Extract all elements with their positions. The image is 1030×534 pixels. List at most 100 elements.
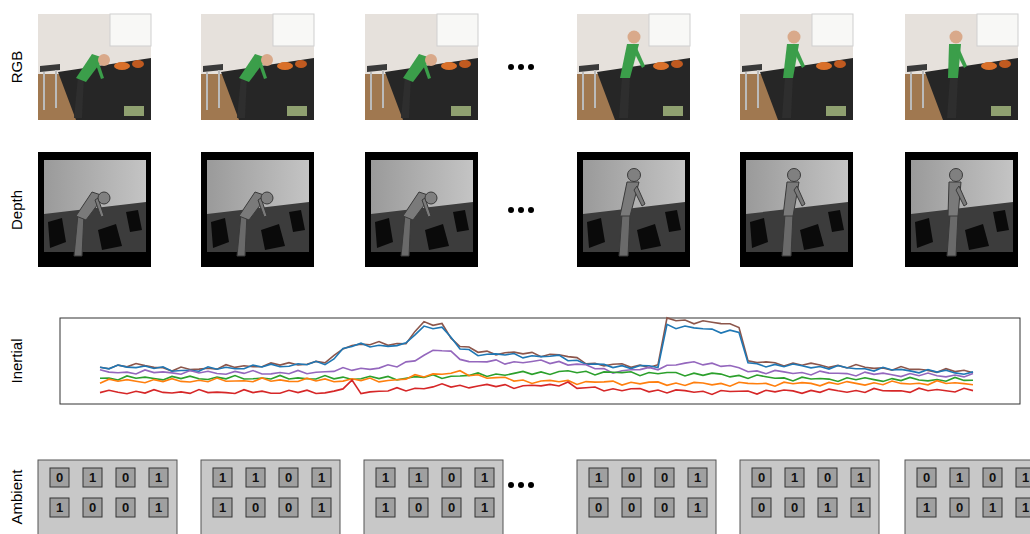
sensor-value: 1 (50, 498, 69, 517)
person-legs (401, 76, 411, 118)
rgb-frame (577, 14, 690, 120)
depth-counter (911, 202, 1013, 252)
sensor-value: 1 (950, 468, 969, 487)
sensor-value: 0 (83, 498, 102, 517)
pot (834, 60, 846, 68)
rgb-frame (365, 14, 478, 120)
sensor-cell (917, 498, 936, 517)
sensor-value: 1 (475, 498, 494, 517)
sensor-cell (688, 468, 707, 487)
sensor-value: 1 (83, 468, 102, 487)
sensor-value: 0 (950, 498, 969, 517)
sensor-value: 0 (818, 468, 837, 487)
depth-counter (746, 202, 848, 252)
person-head (788, 31, 801, 44)
mat (991, 106, 1011, 116)
sensor-cell (622, 468, 641, 487)
modality-label: Inertial (8, 338, 25, 383)
person-head (425, 54, 437, 66)
sensor-value: 0 (442, 468, 461, 487)
depth-holes (48, 210, 142, 250)
person-head (628, 169, 641, 182)
sensor-cell (475, 498, 494, 517)
sensor-value: 0 (917, 468, 936, 487)
sensor-value: 1 (312, 468, 331, 487)
sensor-cell (752, 468, 771, 487)
sensor-cell (983, 498, 1002, 517)
sensor-cell (752, 498, 771, 517)
sensor-cell (83, 498, 102, 517)
depth-counter (44, 202, 146, 252)
pot (295, 60, 307, 68)
cabinet (273, 14, 314, 46)
sensor-cell (917, 468, 936, 487)
ellipsis-dot (508, 64, 514, 70)
sensor-value: 1 (246, 468, 265, 487)
sensor-cell (312, 498, 331, 517)
person-head (98, 192, 110, 204)
ambient-panel (577, 460, 716, 534)
depth-wall (371, 160, 473, 252)
sensor-cell (149, 468, 168, 487)
sensor-cell (950, 468, 969, 487)
sensor-cell (655, 498, 674, 517)
stool-legs (371, 70, 383, 110)
counter (221, 58, 314, 120)
person-arm (634, 48, 645, 68)
sensor-cell (983, 468, 1002, 487)
sensor-value: 0 (622, 498, 641, 517)
sensor-value: 1 (688, 468, 707, 487)
sensor-cell (279, 468, 298, 487)
ellipsis-dot (508, 207, 514, 213)
sensor-cell (851, 468, 870, 487)
pot (459, 60, 471, 68)
person-legs (237, 214, 247, 256)
sensor-value: 1 (213, 498, 232, 517)
sensor-value: 1 (851, 498, 870, 517)
ambient-panel (201, 460, 340, 534)
pot (277, 62, 293, 70)
person-legs (74, 214, 84, 256)
wall (740, 14, 853, 120)
wall (201, 14, 314, 120)
sensor-value: 0 (785, 498, 804, 517)
ellipsis-dot (518, 64, 524, 70)
depth-border (905, 152, 1018, 267)
ellipsis-dot (528, 64, 534, 70)
sensor-value: 1 (376, 468, 395, 487)
pot (816, 62, 832, 70)
sensor-value: 1 (149, 468, 168, 487)
depth-border (201, 152, 314, 267)
ellipsis-dot (518, 207, 524, 213)
depth-border (740, 152, 853, 267)
depth-frame (201, 152, 314, 267)
sensor-cell (149, 498, 168, 517)
sensor-value: 0 (983, 468, 1002, 487)
counter (760, 58, 853, 120)
rgb-frame (38, 14, 151, 120)
sensor-value: 0 (116, 468, 135, 487)
depth-counter (371, 202, 473, 252)
sensor-cell (116, 468, 135, 487)
stool-legs (911, 70, 923, 110)
sensor-value: 1 (475, 468, 494, 487)
sensor-cell (213, 498, 232, 517)
sensor-value: 0 (116, 498, 135, 517)
person-legs (947, 214, 958, 256)
depth-holes (750, 210, 844, 250)
sensor-value: 0 (50, 468, 69, 487)
pot (671, 60, 683, 68)
sensor-cell (50, 498, 69, 517)
ellipsis-dot (518, 482, 524, 488)
depth-frame (905, 152, 1018, 267)
sensor-cell (376, 498, 395, 517)
person-head (98, 54, 110, 66)
person-legs (782, 76, 793, 118)
sensor-cell (1016, 468, 1030, 487)
sensor-value: 1 (376, 498, 395, 517)
pot (132, 60, 144, 68)
sensor-cell (589, 468, 608, 487)
sensor-value: 0 (246, 498, 265, 517)
depth-border (38, 152, 151, 267)
